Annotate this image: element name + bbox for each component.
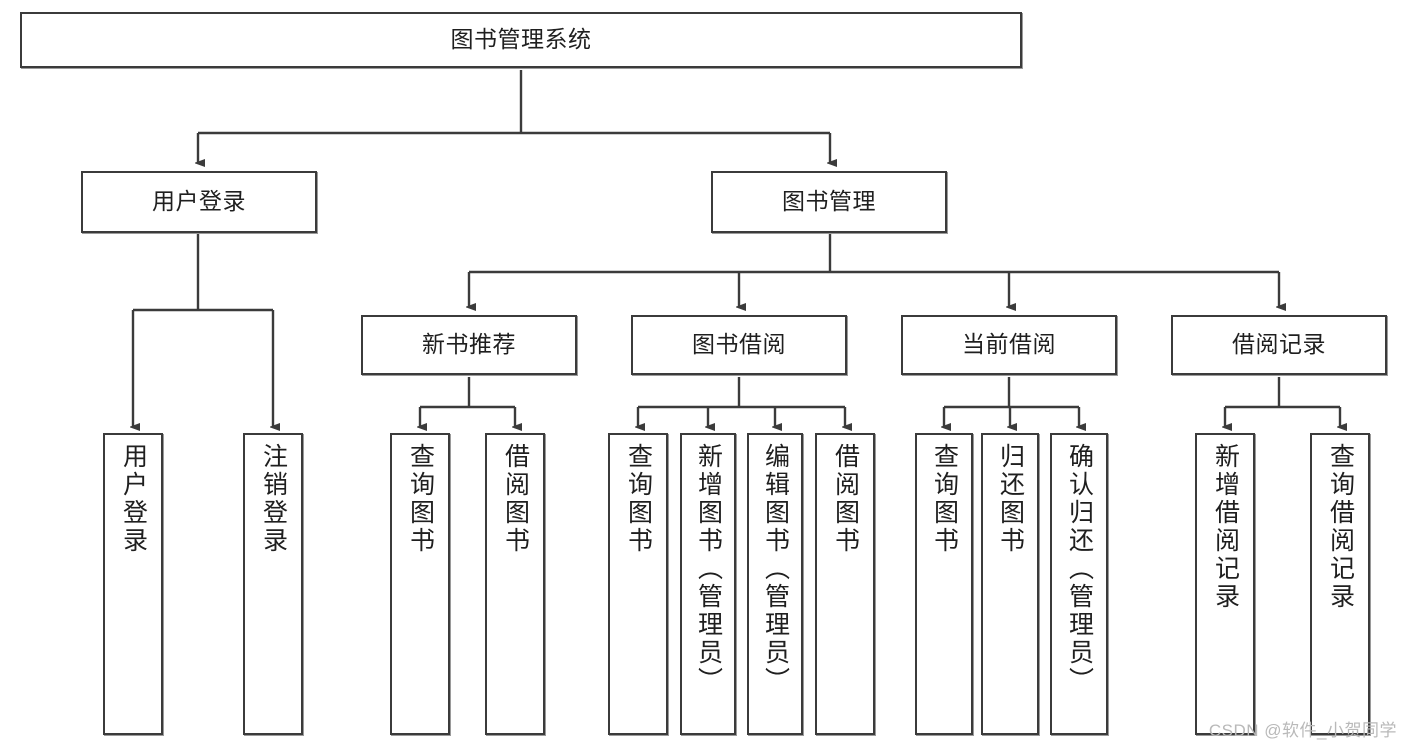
node-label: 图书管理系统 xyxy=(450,26,592,53)
leaf-borrow-edit-book-admin[interactable]: 编辑图书（管理员） xyxy=(747,433,803,735)
leaf-current-query-book[interactable]: 查询图书 xyxy=(915,433,973,735)
node-label: 查询图书 xyxy=(406,443,435,555)
node-label: 图书借阅 xyxy=(692,331,786,358)
node-root-book-management-system[interactable]: 图书管理系统 xyxy=(20,12,1022,68)
node-new-book-recommend[interactable]: 新书推荐 xyxy=(361,315,577,375)
leaf-borrow-query-book[interactable]: 查询图书 xyxy=(608,433,668,735)
leaf-record-query-borrow-record[interactable]: 查询借阅记录 xyxy=(1310,433,1370,735)
leaf-user-login[interactable]: 用户登录 xyxy=(103,433,163,735)
node-borrow-record[interactable]: 借阅记录 xyxy=(1171,315,1387,375)
node-label: 借阅图书 xyxy=(501,443,530,555)
node-label: 图书管理 xyxy=(782,188,876,215)
node-label: 当前借阅 xyxy=(962,331,1056,358)
node-label: 新增图书（管理员） xyxy=(694,443,723,695)
node-label: 用户登录 xyxy=(152,188,246,215)
node-label: 用户登录 xyxy=(119,443,148,555)
csdn-watermark: CSDN @软件_小贺同学 xyxy=(1208,721,1397,740)
leaf-borrow-add-book-admin[interactable]: 新增图书（管理员） xyxy=(680,433,736,735)
leaf-current-return-book[interactable]: 归还图书 xyxy=(981,433,1039,735)
leaf-record-add-borrow-record[interactable]: 新增借阅记录 xyxy=(1195,433,1255,735)
node-user-login[interactable]: 用户登录 xyxy=(81,171,317,233)
leaf-borrow-borrow-book[interactable]: 借阅图书 xyxy=(815,433,875,735)
node-label: 归还图书 xyxy=(996,443,1025,555)
node-label: 查询图书 xyxy=(930,443,959,555)
leaf-logout[interactable]: 注销登录 xyxy=(243,433,303,735)
node-label: 编辑图书（管理员） xyxy=(761,443,790,695)
node-label: 借阅记录 xyxy=(1232,331,1326,358)
node-label: 新增借阅记录 xyxy=(1211,443,1240,611)
node-current-borrow[interactable]: 当前借阅 xyxy=(901,315,1117,375)
node-label: 查询借阅记录 xyxy=(1326,443,1355,611)
node-book-management[interactable]: 图书管理 xyxy=(711,171,947,233)
leaf-new-book-query-book[interactable]: 查询图书 xyxy=(390,433,450,735)
node-label: 借阅图书 xyxy=(831,443,860,555)
node-label: 确认归还（管理员） xyxy=(1065,443,1094,695)
node-label: 查询图书 xyxy=(624,443,653,555)
node-book-borrow[interactable]: 图书借阅 xyxy=(631,315,847,375)
node-label: 新书推荐 xyxy=(422,331,516,358)
leaf-current-confirm-return-admin[interactable]: 确认归还（管理员） xyxy=(1050,433,1108,735)
node-label: 注销登录 xyxy=(259,443,288,555)
leaf-new-book-borrow-book[interactable]: 借阅图书 xyxy=(485,433,545,735)
